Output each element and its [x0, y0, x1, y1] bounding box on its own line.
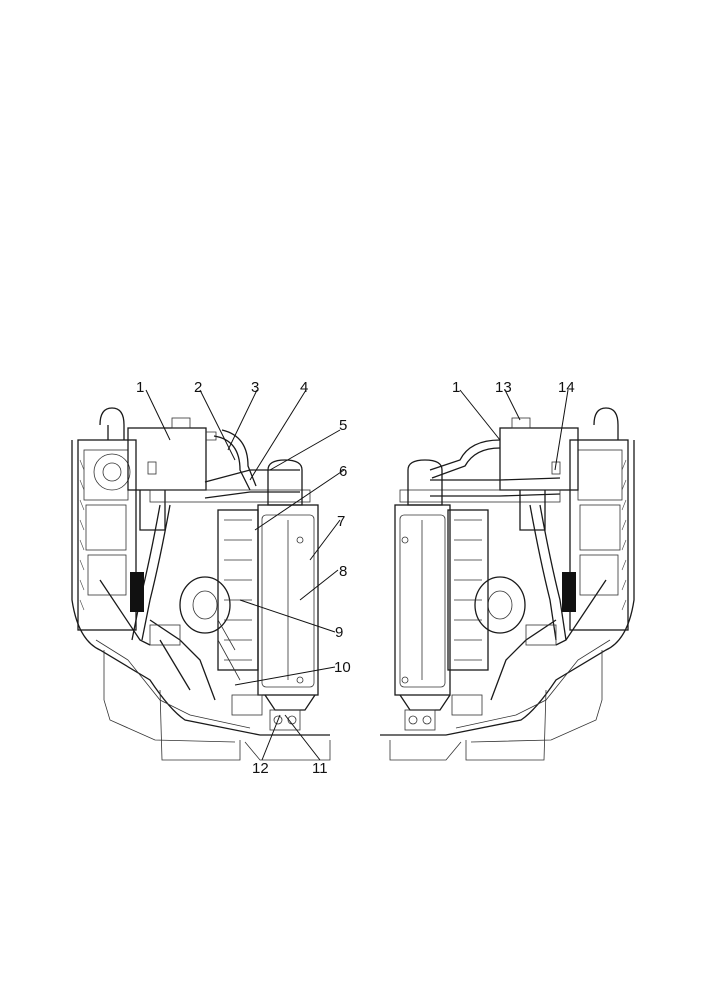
left-view-drawing: [71, 407, 331, 761]
callout-labels: 1 2 3 4 5 6 7 8 9 10 11 12 1 13 14: [136, 379, 575, 777]
callout-3: 3: [251, 379, 259, 396]
callout-12: 12: [252, 760, 269, 777]
callout-2: 2: [194, 379, 202, 396]
callout-1: 1: [136, 379, 144, 396]
callout-5: 5: [339, 417, 347, 434]
callout-10: 10: [334, 659, 351, 676]
callout-4: 4: [300, 379, 308, 396]
callout-8: 8: [339, 563, 347, 580]
callout-9: 9: [335, 624, 343, 641]
callout-11: 11: [312, 760, 328, 777]
callout-6: 6: [339, 463, 347, 480]
right-view-drawing: [380, 407, 635, 761]
callout-7: 7: [337, 513, 345, 530]
leader-lines: [145, 389, 569, 761]
callout-14: 14: [558, 379, 575, 396]
callout-13: 13: [495, 379, 512, 396]
callout-right-1: 1: [452, 379, 460, 396]
